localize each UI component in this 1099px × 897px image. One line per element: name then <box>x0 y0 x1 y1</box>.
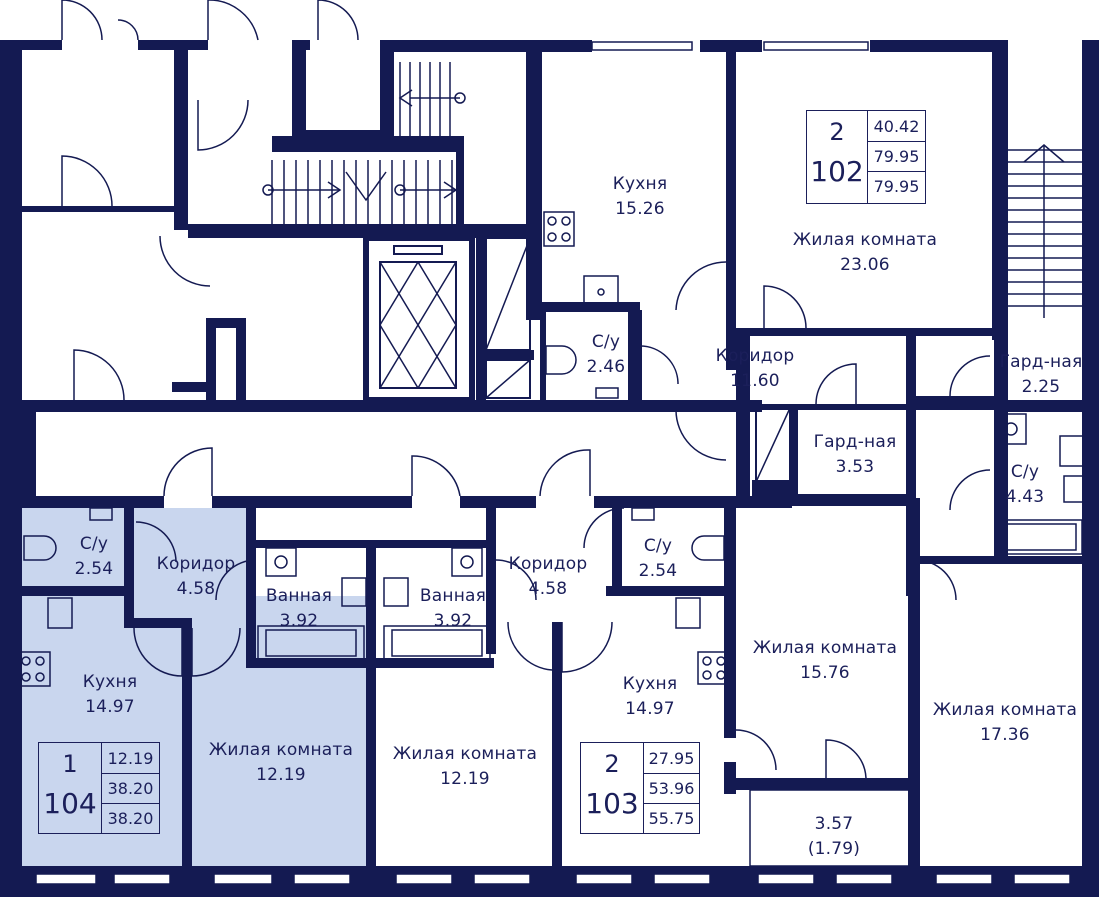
room-area: 17.36 <box>980 725 1030 745</box>
room-name: Коридор <box>715 346 795 366</box>
balcony-reduced-area: (1.79) <box>807 839 861 859</box>
room-living-102: Жилая комната 23.06 <box>770 228 960 278</box>
apartment-104-info: 1 104 12.19 38.20 38.20 <box>38 742 160 834</box>
apartment-number: 103 <box>585 787 639 820</box>
room-name: Жилая комната <box>932 700 1078 720</box>
room-kitchen-103: Кухня 14.97 <box>590 672 710 722</box>
total-area: 38.20 <box>102 775 159 804</box>
apartment-room-count: 2 <box>604 750 620 778</box>
total-area-with-balcony: 79.95 <box>873 177 920 196</box>
windows <box>35 41 1071 885</box>
living-area: 27.95 <box>644 745 699 774</box>
room-name: Ванная <box>419 586 487 606</box>
room-name: Ванная <box>265 586 333 606</box>
room-area: 4.43 <box>1005 487 1045 507</box>
room-bath-a: Ванная 3.92 <box>246 584 352 634</box>
room-name: Жилая комната <box>392 744 538 764</box>
room-area: 15.76 <box>800 663 850 683</box>
room-kitchen-104: Кухня 14.97 <box>50 670 170 720</box>
room-area: 4.58 <box>176 579 216 599</box>
room-name: Гард-ная <box>813 432 897 452</box>
apartment-102-info: 2 102 40.42 79.95 79.95 <box>806 110 926 204</box>
apartment-room-count: 1 <box>62 750 78 778</box>
room-corridor-102: Коридор 11.60 <box>700 344 810 394</box>
room-name: С/у <box>591 332 621 352</box>
room-name: С/у <box>643 536 673 556</box>
room-wc-104: С/у 2.54 <box>54 532 134 582</box>
room-wc-right: С/у 4.43 <box>990 460 1060 510</box>
living-area: 40.42 <box>868 113 925 142</box>
total-area-with-balcony: 55.75 <box>648 809 695 828</box>
total-area: 79.95 <box>868 143 925 172</box>
room-area: 11.60 <box>730 371 780 391</box>
room-name: Жилая комната <box>752 638 898 658</box>
room-wc-103: С/у 2.54 <box>618 534 698 584</box>
total-area-with-balcony: 38.20 <box>107 809 154 828</box>
room-name: Жилая комната <box>792 230 938 250</box>
room-name: Коридор <box>508 554 588 574</box>
room-name: Коридор <box>156 554 236 574</box>
wall-segments <box>0 40 1099 897</box>
room-area: 2.54 <box>638 561 678 581</box>
apartment-number: 104 <box>43 787 97 820</box>
room-area: 2.25 <box>1021 377 1061 397</box>
apartment-103-info: 2 103 27.95 53.96 55.75 <box>580 742 700 834</box>
apartment-areas: 27.95 53.96 55.75 <box>643 743 699 833</box>
room-area: 12.19 <box>256 765 306 785</box>
room-area: 4.58 <box>528 579 568 599</box>
room-area: 2.46 <box>586 357 626 377</box>
room-kitchen-102: Кухня 15.26 <box>580 172 700 222</box>
living-area: 12.19 <box>102 745 159 774</box>
stair-lines <box>262 62 1082 318</box>
room-name: Кухня <box>622 674 678 694</box>
room-area: 15.26 <box>615 199 665 219</box>
room-area: 12.19 <box>440 769 490 789</box>
apartment-number: 102 <box>810 155 864 188</box>
apartment-areas: 12.19 38.20 38.20 <box>101 743 159 833</box>
room-balcony: 3.57 (1.79) <box>784 812 884 862</box>
room-area: 23.06 <box>840 255 890 275</box>
apartment-room-count: 2 <box>829 118 845 146</box>
sanitary-fixtures <box>15 211 1085 867</box>
room-bath-b: Ванная 3.92 <box>400 584 506 634</box>
room-name: Кухня <box>82 672 138 692</box>
room-wc-102: С/у 2.46 <box>566 330 646 380</box>
room-name: Жилая комната <box>208 740 354 760</box>
room-area: 2.54 <box>74 559 114 579</box>
room-name: С/у <box>1010 462 1040 482</box>
room-corridor-104: Коридор 4.58 <box>138 552 254 602</box>
room-area: 3.53 <box>835 457 875 477</box>
room-wardrobe-b: Гард-ная 3.53 <box>800 430 910 480</box>
room-area: 14.97 <box>85 697 135 717</box>
room-name: С/у <box>79 534 109 554</box>
total-area: 53.96 <box>644 775 699 804</box>
room-living-1736: Жилая комната 17.36 <box>920 698 1090 748</box>
room-name: Гард-ная <box>999 352 1083 372</box>
balcony-area: 3.57 <box>814 814 854 834</box>
door-swings <box>61 0 991 779</box>
room-living-104: Жилая комната 12.19 <box>196 738 366 788</box>
room-corridor-103: Коридор 4.58 <box>490 552 606 602</box>
apartment-areas: 40.42 79.95 79.95 <box>867 111 925 203</box>
room-area: 3.92 <box>433 611 473 631</box>
room-area: 14.97 <box>625 699 675 719</box>
room-name: Кухня <box>612 174 668 194</box>
room-living-mid: Жилая комната 12.19 <box>380 742 550 792</box>
room-area: 3.92 <box>279 611 319 631</box>
room-living-1576: Жилая комната 15.76 <box>740 636 910 686</box>
room-wardrobe-a: Гард-ная 2.25 <box>986 350 1096 400</box>
